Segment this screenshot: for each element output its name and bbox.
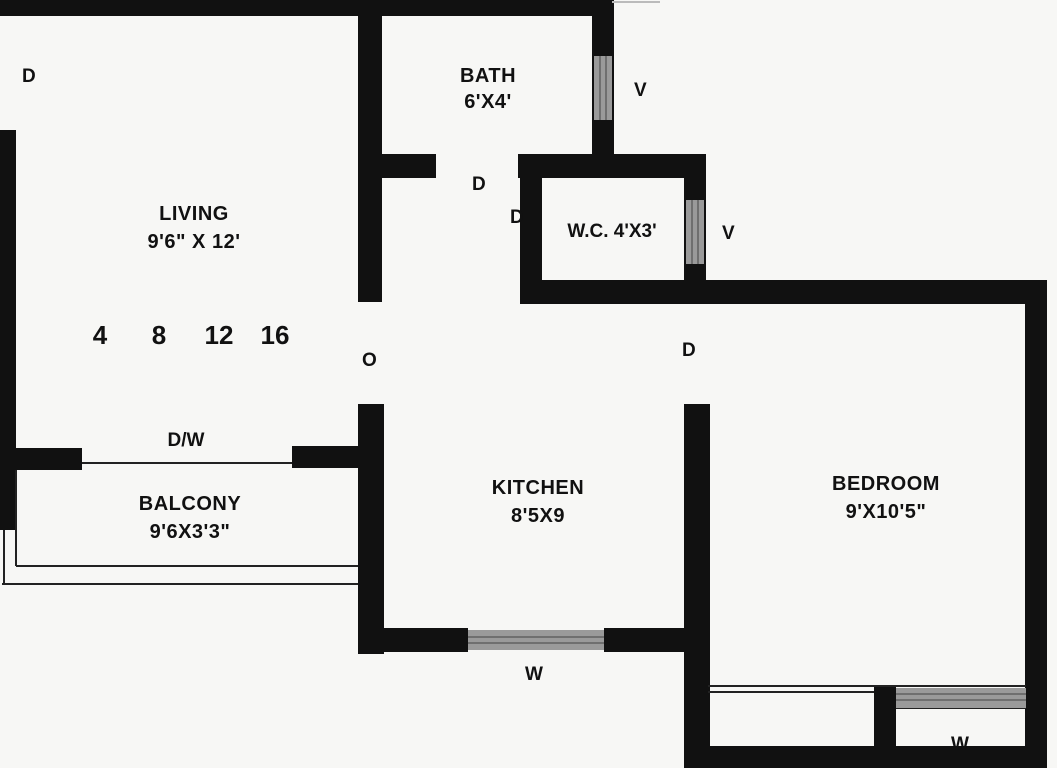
- scale-number: 16: [261, 320, 290, 350]
- wall-balcony-stub-left: [0, 448, 82, 470]
- scale-number: 8: [152, 320, 166, 350]
- wall-balcony-stub-right: [292, 446, 362, 468]
- bedroom-name: BEDROOM: [832, 473, 940, 495]
- scale-number: 4: [93, 320, 108, 350]
- bedroom-window-marker: W: [951, 734, 969, 755]
- wall-living-left: [0, 130, 16, 530]
- wc-label: W.C. 4'X3': [567, 221, 656, 242]
- markers: D D D D V V O D/W W W: [22, 66, 969, 755]
- door-wc-marker: D: [510, 207, 524, 228]
- opening-marker: O: [362, 350, 377, 371]
- thin-lines: [2, 1, 1026, 709]
- wall-closet-divider: [874, 686, 896, 748]
- windows: [468, 56, 1026, 708]
- wall-bedroom-left: [684, 404, 710, 768]
- wall-top: [0, 0, 612, 16]
- wall-bath-bottom: [358, 154, 436, 178]
- door-living-marker: D: [22, 66, 36, 87]
- wall-wc-left: [520, 176, 542, 302]
- scale-bar: 4 8 12 16: [93, 320, 290, 350]
- kitchen-name: KITCHEN: [492, 477, 584, 499]
- vent-bath-window: [594, 56, 612, 120]
- balcony-name: BALCONY: [139, 493, 242, 515]
- kitchen-dims: 8'5X9: [511, 505, 565, 527]
- wall-kitchen-left: [358, 404, 384, 654]
- wall-bedroom-top: [520, 280, 1047, 304]
- vent-wc-window: [686, 200, 704, 264]
- room-labels: LIVING 9'6" X 12' BATH 6'X4' W.C. 4'X3' …: [139, 65, 940, 543]
- bath-name: BATH: [460, 65, 516, 87]
- wall-bedroom-bottom: [684, 746, 1047, 768]
- bedroom-window: [896, 688, 1026, 708]
- door-bedroom-marker: D: [682, 340, 696, 361]
- door-window-marker: D/W: [168, 430, 205, 451]
- vent-bath-marker: V: [634, 80, 647, 101]
- scale-number: 12: [205, 320, 234, 350]
- wall-kitchen-bottom-right: [604, 628, 708, 652]
- living-dims: 9'6" X 12': [148, 231, 241, 253]
- kitchen-window: [468, 630, 604, 650]
- bath-dims: 6'X4': [464, 91, 512, 113]
- balcony-dims: 9'6X3'3": [150, 521, 231, 543]
- wall-kitchen-bottom-left: [358, 628, 468, 652]
- vent-wc-marker: V: [722, 223, 735, 244]
- kitchen-window-marker: W: [525, 664, 543, 685]
- wall-bedroom-right: [1025, 280, 1047, 768]
- bedroom-dims: 9'X10'5": [846, 501, 927, 523]
- door-passage-marker: D: [472, 174, 486, 195]
- living-name: LIVING: [159, 203, 229, 225]
